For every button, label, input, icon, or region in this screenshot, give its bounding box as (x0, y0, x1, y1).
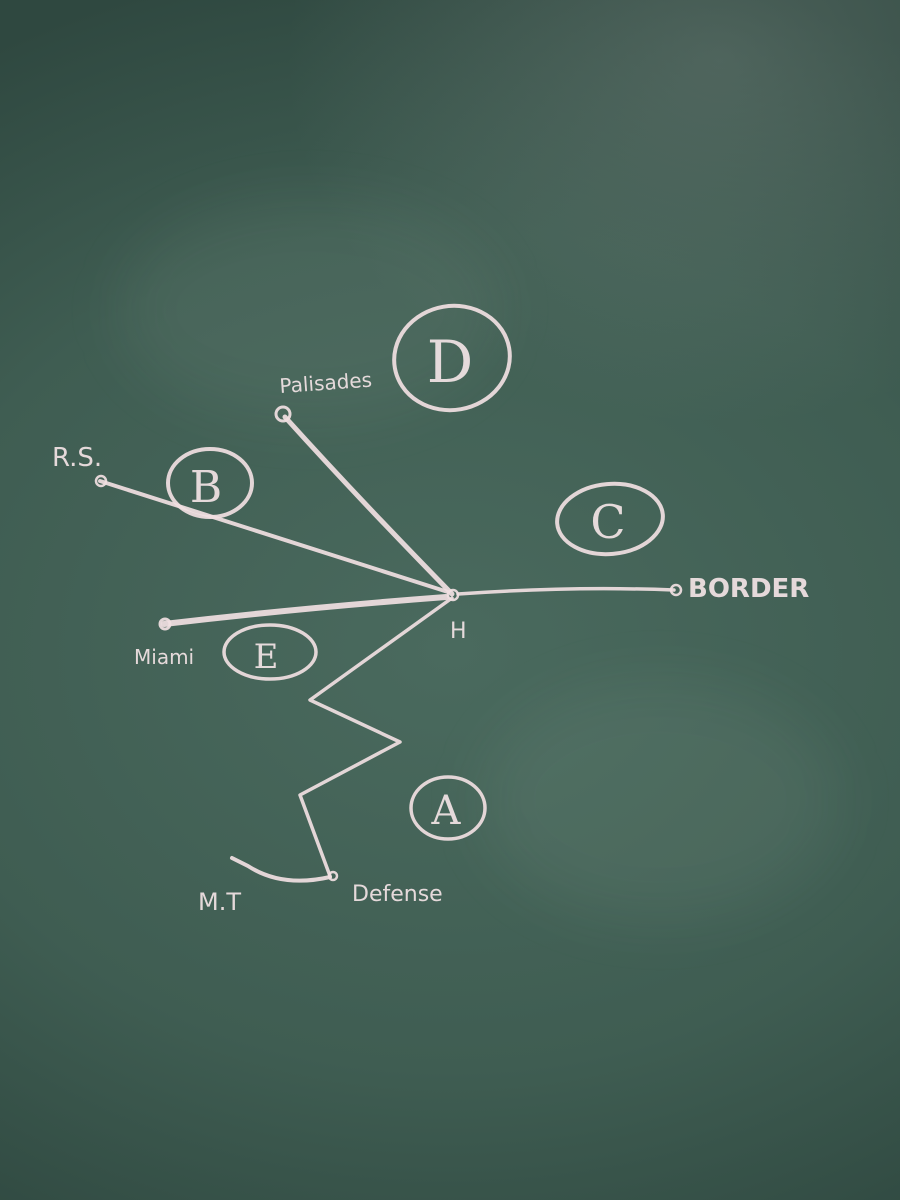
region-d-letter: D (427, 328, 474, 396)
region-a-circle (409, 775, 487, 841)
region-d-circle (392, 303, 512, 413)
region-b-letter: B (190, 462, 222, 513)
edge-defense-to-mt (230, 856, 332, 883)
region-c-circle (555, 481, 665, 557)
rs-node (94, 474, 108, 488)
border-node (669, 583, 683, 597)
chalk-smudge (480, 680, 840, 920)
edge-hub-to-rs (98, 479, 450, 594)
palisades-label: Palisades (279, 368, 373, 398)
defense-node (327, 870, 339, 882)
region-c-letter: C (590, 495, 625, 549)
region-b-circle (166, 447, 254, 519)
region-a-letter: A (431, 788, 462, 834)
region-e-letter: E (254, 637, 279, 677)
hub-node (446, 588, 460, 602)
edge-hub-to-defense (298, 596, 454, 878)
palisades-node (274, 405, 292, 423)
hub-label: H (450, 619, 467, 644)
edge-hub-to-miami (161, 594, 449, 627)
border-label: BORDER (688, 574, 809, 604)
rs-label: R.S. (52, 443, 102, 473)
edge-hub-to-palisades (282, 414, 455, 597)
defense-label: Defense (352, 882, 443, 907)
miami-node (158, 617, 172, 631)
miami-label: Miami (134, 645, 194, 669)
edge-hub-to-border (456, 586, 676, 596)
region-e-circle (222, 623, 318, 681)
mt-label: M.T (198, 888, 241, 916)
